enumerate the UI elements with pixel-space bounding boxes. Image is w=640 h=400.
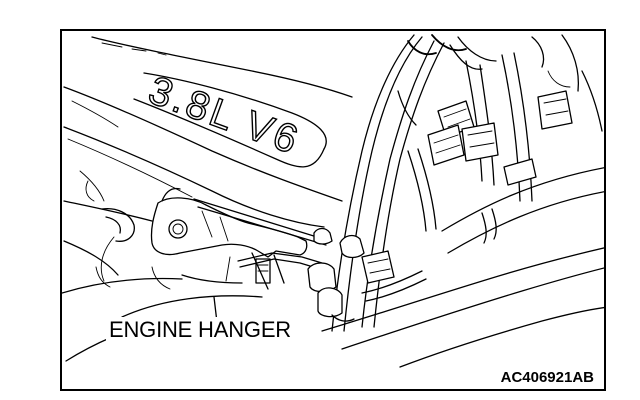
engine-hanger-bracket <box>100 187 331 290</box>
lower-structure <box>65 247 604 368</box>
figure-id: AC406921AB <box>498 369 596 387</box>
engine-cover <box>62 36 353 294</box>
wiring-harness <box>307 34 604 332</box>
engine-hanger-illustration: 3.8L V6 <box>62 34 604 368</box>
figure-frame: 3.8L V6 <box>60 29 606 391</box>
engine-hanger-label: ENGINE HANGER <box>106 317 294 343</box>
engine-mark-text: 3.8L V6 <box>143 68 306 163</box>
